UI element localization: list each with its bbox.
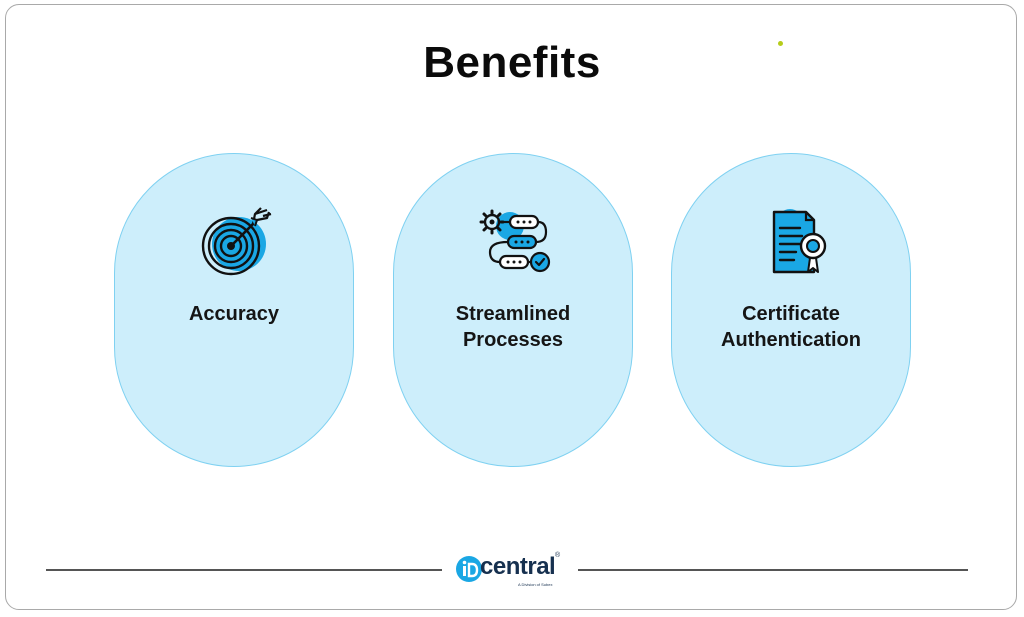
card-label-line: Authentication bbox=[721, 329, 861, 351]
page-title: Benefits bbox=[423, 38, 601, 87]
footer-divider-left bbox=[46, 569, 442, 571]
idcentral-logo: central ® A Division of Subex bbox=[456, 552, 568, 592]
benefit-card-accuracy: Accuracy bbox=[114, 153, 354, 467]
logo-wordmark: central bbox=[480, 553, 556, 580]
card-label-line: Streamlined bbox=[455, 303, 571, 325]
benefit-card-streamlined-processes: Streamlined Processes bbox=[393, 153, 633, 467]
footer-divider-right bbox=[578, 569, 968, 571]
decorative-dot bbox=[778, 41, 783, 46]
logo-tagline: A Division of Subex bbox=[518, 582, 553, 587]
certificate-icon bbox=[772, 209, 827, 274]
registered-mark: ® bbox=[555, 552, 561, 559]
benefit-card-certificate-authentication: Certificate Authentication bbox=[671, 153, 911, 467]
card-label-line: Certificate bbox=[742, 303, 840, 325]
logo-id-glyph bbox=[462, 560, 479, 578]
target-icon bbox=[201, 207, 272, 276]
card-label: Certificate Authentication bbox=[672, 301, 910, 353]
card-label-line: Accuracy bbox=[188, 303, 280, 325]
logo-mark bbox=[456, 556, 482, 582]
workflow-icon bbox=[479, 209, 551, 273]
card-label-line: Processes bbox=[462, 329, 564, 351]
card-label: Streamlined Processes bbox=[394, 301, 632, 353]
card-label: Accuracy bbox=[115, 301, 353, 327]
